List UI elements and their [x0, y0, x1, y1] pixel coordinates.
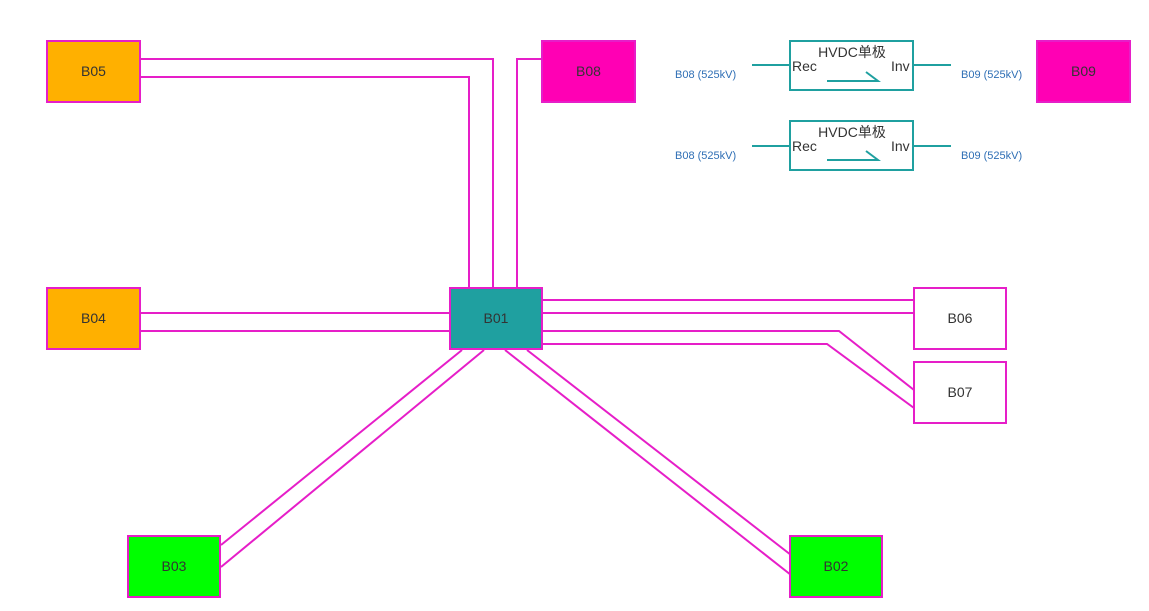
- bus-b01-box: [449, 287, 543, 350]
- transmission-lines: [140, 58, 915, 576]
- hvdc-element-1[interactable]: B08 (525kV) HVDC单极 Rec Inv B09 (525kV): [675, 40, 1022, 91]
- line-b01-b07-a[interactable]: [542, 330, 915, 391]
- bus-b07-label: B07: [948, 384, 973, 400]
- bus-b01-label: B01: [484, 310, 509, 326]
- bus-b06-label: B06: [948, 310, 973, 326]
- bus-b03-box: [127, 535, 221, 598]
- hvdc-2-left-port: B08 (525kV): [675, 150, 736, 162]
- hvdc-2-box: [789, 120, 914, 171]
- bus-b09-box: [1036, 40, 1131, 103]
- hvdc-1-inv: Inv: [891, 58, 910, 74]
- line-b08-b01[interactable]: [516, 58, 542, 288]
- line-b01-b03-b[interactable]: [220, 349, 485, 568]
- hvdc-2-inv: Inv: [891, 138, 910, 154]
- line-b01-b03-a[interactable]: [220, 349, 463, 546]
- bus-b01[interactable]: B01: [449, 287, 543, 350]
- hvdc-element-2[interactable]: B08 (525kV) HVDC单极 Rec Inv B09 (525kV): [675, 120, 1022, 171]
- bus-b04-box: [46, 287, 141, 350]
- hvdc-1-rec: Rec: [792, 58, 817, 74]
- bus-b04[interactable]: B04: [46, 287, 141, 350]
- hvdc-1-title: HVDC单极: [818, 44, 886, 60]
- bus-b07-box: [913, 361, 1007, 424]
- line-b01-b02-b[interactable]: [526, 349, 792, 556]
- bus-b05-label: B05: [81, 63, 106, 79]
- line-b01-b07-b[interactable]: [542, 343, 915, 409]
- bus-b09[interactable]: B09: [1036, 40, 1131, 103]
- hvdc-1-right-port: B09 (525kV): [961, 69, 1022, 81]
- bus-b08-box: [541, 40, 636, 103]
- bus-b07[interactable]: B07: [913, 361, 1007, 424]
- hvdc-1-left-port: B08 (525kV): [675, 69, 736, 81]
- bus-b09-label: B09: [1071, 63, 1096, 79]
- line-b05-b01-b[interactable]: [140, 76, 470, 288]
- bus-b08[interactable]: B08: [541, 40, 636, 103]
- hvdc-2-title: HVDC单极: [818, 124, 886, 140]
- bus-b02-box: [789, 535, 883, 598]
- bus-b05-box: [46, 40, 141, 103]
- bus-b04-label: B04: [81, 310, 106, 326]
- bus-b06-box: [913, 287, 1007, 350]
- bus-b06[interactable]: B06: [913, 287, 1007, 350]
- hvdc-2-direction-arrow-icon: [827, 150, 881, 161]
- line-b05-b01-a[interactable]: [140, 58, 494, 288]
- bus-b03[interactable]: B03: [127, 535, 221, 598]
- bus-b02[interactable]: B02: [789, 535, 883, 598]
- bus-b05[interactable]: B05: [46, 40, 141, 103]
- bus-b08-label: B08: [576, 63, 601, 79]
- hvdc-1-direction-arrow-icon: [827, 71, 881, 82]
- bus-b02-label: B02: [824, 558, 849, 574]
- line-b01-b02-a[interactable]: [504, 349, 792, 576]
- bus-b03-label: B03: [162, 558, 187, 574]
- hvdc-2-right-port: B09 (525kV): [961, 150, 1022, 162]
- hvdc-2-rec: Rec: [792, 138, 817, 154]
